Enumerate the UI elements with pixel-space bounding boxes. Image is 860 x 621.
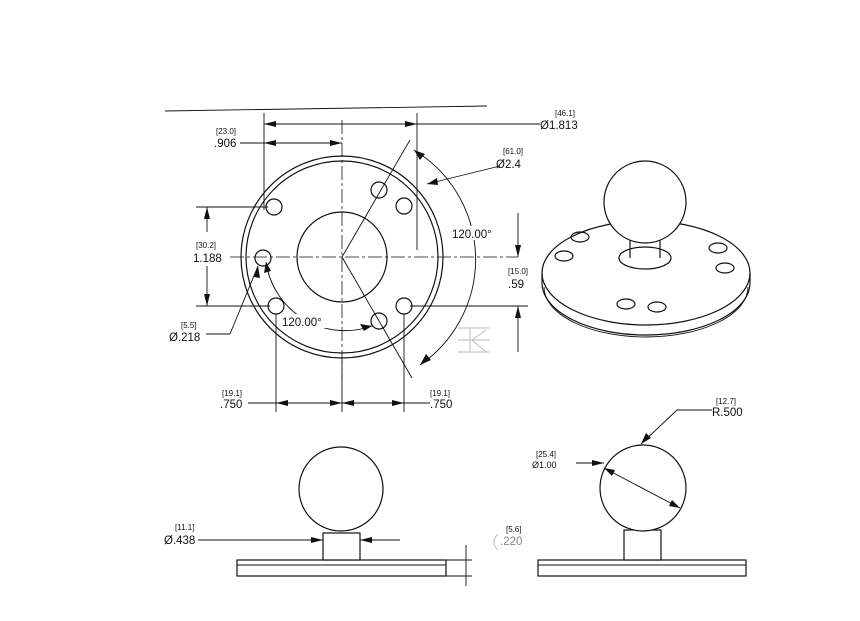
outer-dia-mm: [46.1] — [555, 109, 575, 118]
hole-left — [254, 249, 272, 267]
hole-upper-left — [265, 198, 283, 216]
right-mm: [15.0] — [508, 267, 528, 276]
right-in: .59 — [508, 279, 524, 291]
bottom-right-mm: [19.1] — [430, 389, 450, 398]
arrowhead — [515, 245, 521, 257]
iso-hole — [616, 298, 636, 310]
arrowhead — [342, 400, 354, 406]
arrowhead — [264, 140, 276, 146]
iso-hole — [647, 301, 667, 313]
side-neck — [322, 532, 361, 561]
iso-ball — [603, 160, 687, 244]
offset-top-in: .906 — [214, 138, 236, 150]
bottom-left-mm: [19.1] — [222, 389, 242, 398]
iso-hole — [570, 231, 590, 243]
iso-base-side — [541, 273, 751, 336]
radial-line-lower — [341, 256, 413, 379]
bolt-circle-mm: [61.0] — [503, 147, 523, 156]
radius-in: R.500 — [712, 407, 743, 419]
hole-lower-right-2 — [395, 297, 413, 315]
arrowhead — [311, 537, 323, 543]
arrowhead — [604, 468, 615, 476]
angle-arc-right — [413, 149, 477, 366]
mounting-holes — [254, 181, 413, 330]
leader-bolt-circle — [426, 165, 501, 185]
label-mask — [450, 226, 494, 240]
isometric-view — [541, 160, 751, 338]
arrowhead — [360, 537, 372, 543]
plate-bracket — [493, 533, 499, 551]
height-left-mm: [30.2] — [196, 241, 216, 250]
angle-bottom: 120.00° — [282, 317, 322, 329]
arrowhead — [330, 140, 342, 146]
bottom-right-in: .750 — [430, 399, 452, 411]
arrowhead — [641, 433, 651, 444]
neck-mm: [11.1] — [175, 523, 194, 532]
arrowhead — [669, 500, 680, 508]
height-left-in: 1.188 — [193, 253, 222, 265]
outer-dia-in: Ø1.813 — [540, 120, 578, 132]
bolt-circle-in: Ø2.4 — [496, 159, 522, 171]
hole-lower-left — [267, 297, 285, 315]
neck-in: Ø.438 — [164, 535, 195, 547]
bottom-left-in: .750 — [220, 399, 242, 411]
arrowhead — [264, 121, 276, 127]
title-rule — [164, 105, 488, 112]
arrowhead — [427, 178, 438, 185]
arrowhead — [405, 121, 417, 127]
angle-right: 120.00° — [452, 229, 492, 241]
leader-hole — [229, 265, 259, 335]
top-view: [46.1] Ø1.813 [23.0] .906 [61.0] Ø2.4 12… — [164, 105, 578, 412]
arrowhead — [360, 324, 372, 331]
arrowhead — [204, 294, 210, 306]
iso-hole — [715, 262, 735, 274]
arrowhead — [276, 400, 288, 406]
offset-top-mm: [23.0] — [216, 127, 236, 136]
side-ball — [298, 446, 384, 532]
arrowhead — [515, 306, 521, 318]
arrowhead — [254, 266, 260, 278]
label-mask — [280, 314, 326, 328]
hole-in: Ø.218 — [169, 332, 200, 344]
side-ball-right — [599, 444, 687, 532]
arrowhead — [420, 354, 431, 365]
hole-upper-right-1 — [370, 181, 388, 199]
radius-mm: [12.7] — [716, 397, 736, 406]
ball-dia-line — [603, 467, 681, 509]
plate-in: .220 — [500, 536, 522, 548]
ball-dia-mm: [25.4] — [536, 450, 556, 459]
arrowhead — [392, 400, 404, 406]
hole-mm: [5.5] — [181, 321, 197, 330]
arrowhead — [204, 207, 210, 219]
iso-hole — [554, 250, 574, 262]
side-view-left: [11.1] Ø.438 [5.6] .220 — [164, 446, 522, 586]
iso-neck-base — [618, 246, 672, 270]
side-plate-right — [537, 559, 747, 577]
arrowhead — [264, 262, 271, 273]
arrowhead — [592, 460, 604, 466]
side-view-right: [25.4] Ø1.00 [12.7] R.500 — [532, 397, 747, 577]
arrowhead — [330, 400, 342, 406]
side-neck-right — [623, 529, 662, 561]
watermark-k-icon — [458, 327, 490, 353]
side-plate — [236, 559, 447, 577]
plate-mm: [5.6] — [506, 525, 522, 534]
radial-line-upper — [341, 139, 411, 258]
ball-dia-in: Ø1.00 — [532, 460, 557, 470]
iso-base-rim — [543, 286, 749, 338]
iso-hole — [708, 242, 728, 254]
hole-lower-right-1 — [370, 312, 388, 330]
arrowhead — [414, 150, 425, 160]
hole-upper-right-2 — [395, 197, 413, 215]
